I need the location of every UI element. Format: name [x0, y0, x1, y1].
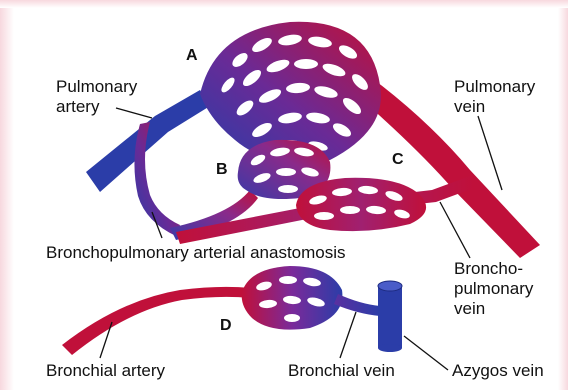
label-bronchopulmonary-vein-line3: vein — [454, 299, 485, 318]
region-letter-b: B — [216, 161, 228, 178]
region-letter-d: D — [220, 317, 232, 334]
leader-azygos-vein — [404, 336, 448, 370]
leader-pulmonary-vein — [478, 116, 502, 190]
leader-pulmonary-artery — [116, 108, 152, 118]
label-pulmonary-vein-line1: Pulmonary — [454, 77, 536, 96]
region-letter-a: A — [186, 47, 198, 64]
bronchial-vein-vessel — [334, 294, 380, 316]
label-pulmonary-artery-line2: artery — [56, 97, 100, 116]
capillary-bed-c — [296, 178, 426, 231]
capillary-bed-d — [242, 266, 343, 330]
label-bronchial-artery: Bronchial artery — [46, 361, 166, 380]
leader-bronchopulmonary-vein — [440, 202, 470, 258]
label-pulmonary-vein-line2: vein — [454, 97, 485, 116]
pulmonary-artery-vessel — [86, 90, 210, 192]
leader-bronchial-vein — [340, 312, 356, 358]
label-azygos-vein: Azygos vein — [452, 361, 544, 380]
label-bronchial-vein: Bronchial vein — [288, 361, 395, 380]
label-pulmonary-artery-line1: Pulmonary — [56, 77, 138, 96]
label-bronchopulmonary-anastomosis: Bronchopulmonary arterial anastomosis — [46, 243, 346, 262]
region-letter-c: C — [392, 151, 404, 168]
azygos-vein-vessel — [378, 281, 402, 352]
label-bronchopulmonary-vein-line2: pulmonary — [454, 279, 534, 298]
label-bronchopulmonary-vein-line1: Broncho- — [454, 259, 523, 278]
